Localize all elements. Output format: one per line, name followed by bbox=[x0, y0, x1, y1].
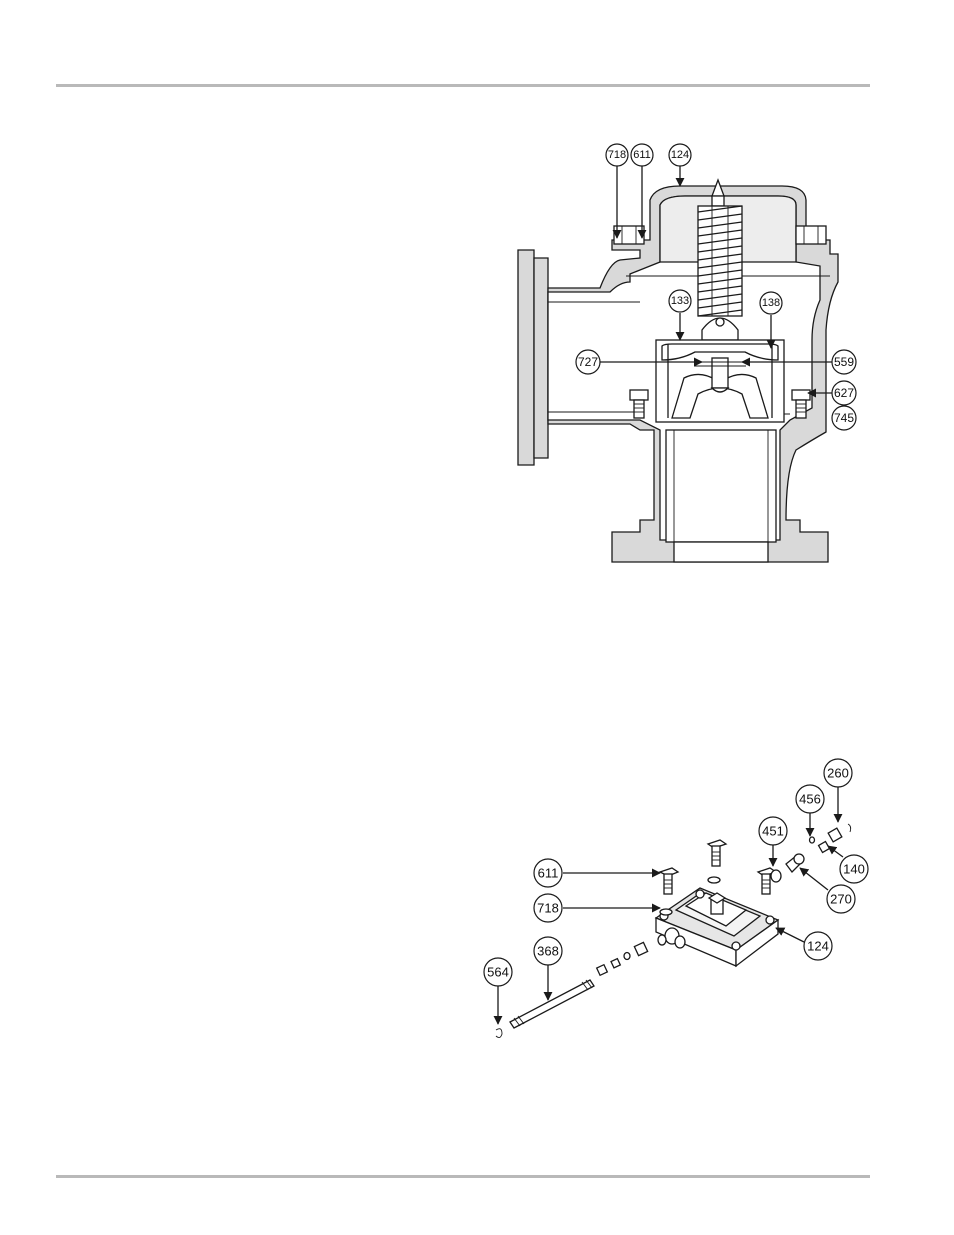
callout-133: 133 bbox=[668, 289, 692, 313]
svg-text:718: 718 bbox=[608, 149, 626, 161]
svg-text:368: 368 bbox=[537, 944, 559, 959]
svg-text:611: 611 bbox=[538, 866, 559, 881]
callout-456: 456 bbox=[795, 784, 825, 814]
callout-727: 727 bbox=[575, 349, 601, 375]
svg-text:745: 745 bbox=[834, 411, 854, 425]
callout-138: 138 bbox=[759, 291, 783, 315]
callout-564: 564 bbox=[483, 957, 513, 987]
svg-text:140: 140 bbox=[843, 862, 865, 877]
spring bbox=[697, 205, 743, 317]
svg-text:564: 564 bbox=[487, 965, 509, 980]
callout-260: 260 bbox=[823, 758, 853, 788]
callout-368: 368 bbox=[533, 936, 563, 966]
svg-text:124: 124 bbox=[807, 939, 829, 954]
stem-rod bbox=[509, 979, 595, 1029]
callout-718-bottom: 718 bbox=[533, 893, 563, 923]
svg-text:718: 718 bbox=[537, 901, 559, 916]
cover-bolt-left bbox=[658, 867, 680, 895]
svg-text:611: 611 bbox=[633, 149, 651, 161]
cover-bolt-mid bbox=[706, 839, 728, 867]
svg-text:260: 260 bbox=[827, 766, 849, 781]
bottom-rule bbox=[56, 1175, 870, 1178]
callout-124-top: 124 bbox=[668, 143, 692, 167]
callout-627: 627 bbox=[831, 380, 857, 406]
svg-text:559: 559 bbox=[834, 355, 854, 369]
svg-text:627: 627 bbox=[834, 386, 854, 400]
exploded-view bbox=[493, 785, 852, 1039]
callout-140: 140 bbox=[839, 854, 869, 884]
bonnet-bolt-left bbox=[613, 225, 645, 245]
callout-451: 451 bbox=[758, 816, 788, 846]
callout-124-bottom: 124 bbox=[803, 931, 833, 961]
callout-559: 559 bbox=[831, 349, 857, 375]
svg-text:456: 456 bbox=[799, 792, 821, 807]
svg-text:124: 124 bbox=[671, 149, 689, 161]
callout-718-top: 718 bbox=[605, 143, 629, 167]
callout-270: 270 bbox=[826, 884, 856, 914]
bonnet-cover bbox=[654, 887, 780, 968]
bonnet-bolt-right bbox=[795, 225, 827, 245]
valve-cross-section bbox=[517, 166, 839, 563]
callout-611-bottom: 611 bbox=[533, 858, 563, 888]
svg-text:138: 138 bbox=[762, 297, 780, 309]
seat-bolt-right bbox=[791, 389, 811, 419]
inlet-flange bbox=[517, 249, 535, 466]
seat-bolt-left bbox=[629, 389, 649, 419]
callout-745: 745 bbox=[831, 405, 857, 431]
svg-text:451: 451 bbox=[762, 824, 784, 839]
piston-assembly bbox=[655, 339, 785, 423]
top-rule bbox=[56, 84, 870, 87]
svg-text:270: 270 bbox=[830, 892, 852, 907]
callout-611-top: 611 bbox=[630, 143, 654, 167]
snap-ring bbox=[495, 1028, 503, 1039]
svg-text:133: 133 bbox=[671, 295, 689, 307]
svg-text:727: 727 bbox=[578, 355, 598, 369]
